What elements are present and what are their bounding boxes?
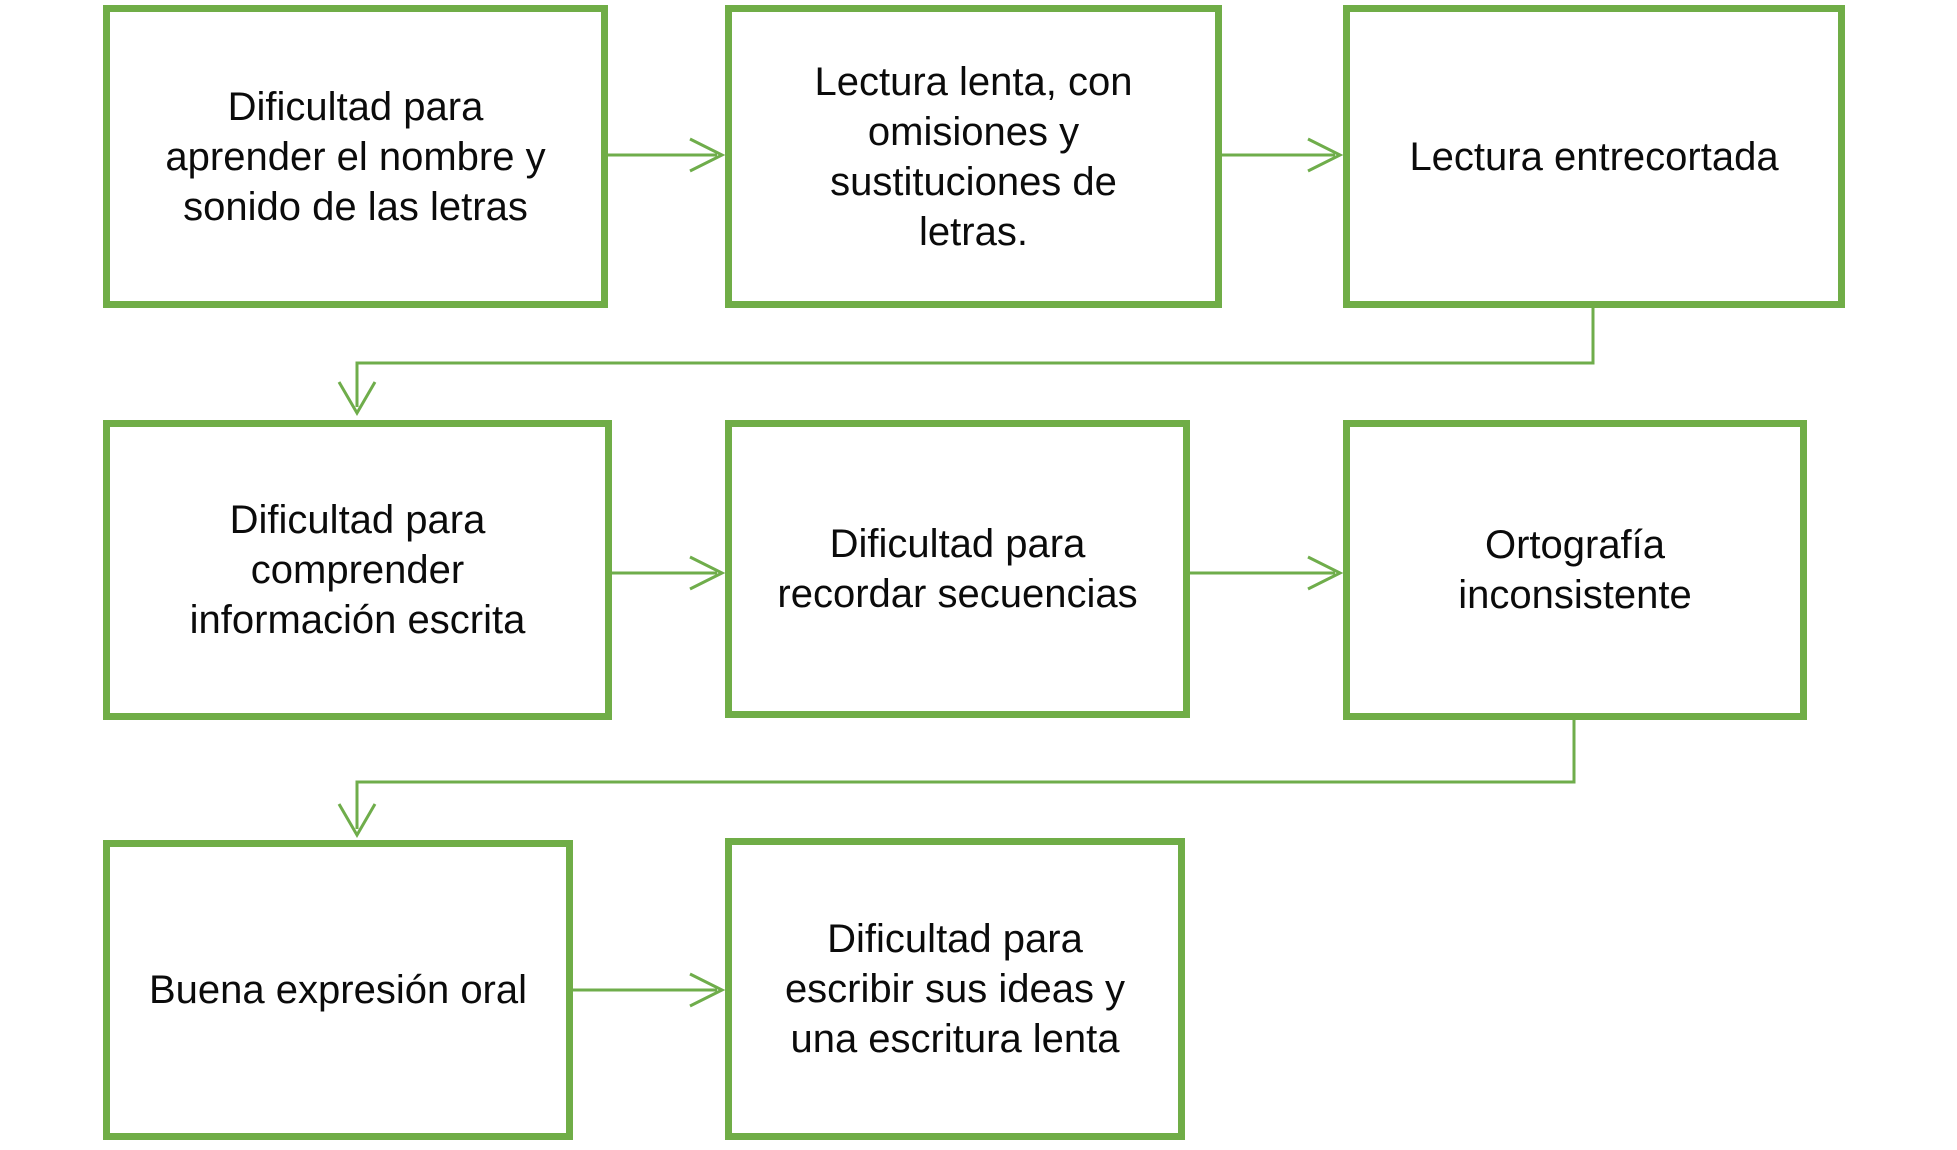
arrow-box3-to-box4 — [337, 308, 1595, 416]
box-recordar-secuencias: Dificultad para recordar secuencias — [725, 420, 1190, 718]
arrow-box5-to-box6 — [1190, 555, 1344, 591]
box-buena-expresion-oral: Buena expresión oral — [103, 840, 573, 1140]
box-escribir-ideas-escritura-lenta: Dificultad para escribir sus ideas y una… — [725, 838, 1185, 1140]
arrow-box7-to-box8 — [573, 972, 726, 1008]
arrow-box2-to-box3 — [1222, 137, 1344, 173]
box-ortografia-inconsistente: Ortografía inconsistente — [1343, 420, 1807, 720]
box-label: Dificultad para recordar secuencias — [777, 522, 1138, 616]
box-label: Ortografía inconsistente — [1458, 523, 1692, 617]
box-label: Lectura entrecortada — [1409, 134, 1779, 179]
box-label: Buena expresión oral — [148, 968, 528, 1012]
arrow-box6-to-box7 — [337, 720, 1576, 838]
arrow-box1-to-box2 — [608, 137, 726, 173]
box-lectura-entrecortada: Lectura entrecortada — [1343, 5, 1845, 308]
box-comprender-informacion: Dificultad para comprender información e… — [103, 420, 612, 720]
box-label: Dificultad para escribir sus ideas y una… — [784, 917, 1126, 1061]
box-label: Dificultad para comprender información e… — [189, 498, 526, 642]
box-dificultad-aprender-letras: Dificultad para aprender el nombre y son… — [103, 5, 608, 308]
box-label: Lectura lenta, con omisiones y sustituci… — [814, 59, 1133, 254]
box-lectura-lenta: Lectura lenta, con omisiones y sustituci… — [725, 5, 1222, 308]
box-label: Dificultad para aprender el nombre y son… — [165, 84, 546, 229]
arrow-box4-to-box5 — [612, 555, 726, 591]
